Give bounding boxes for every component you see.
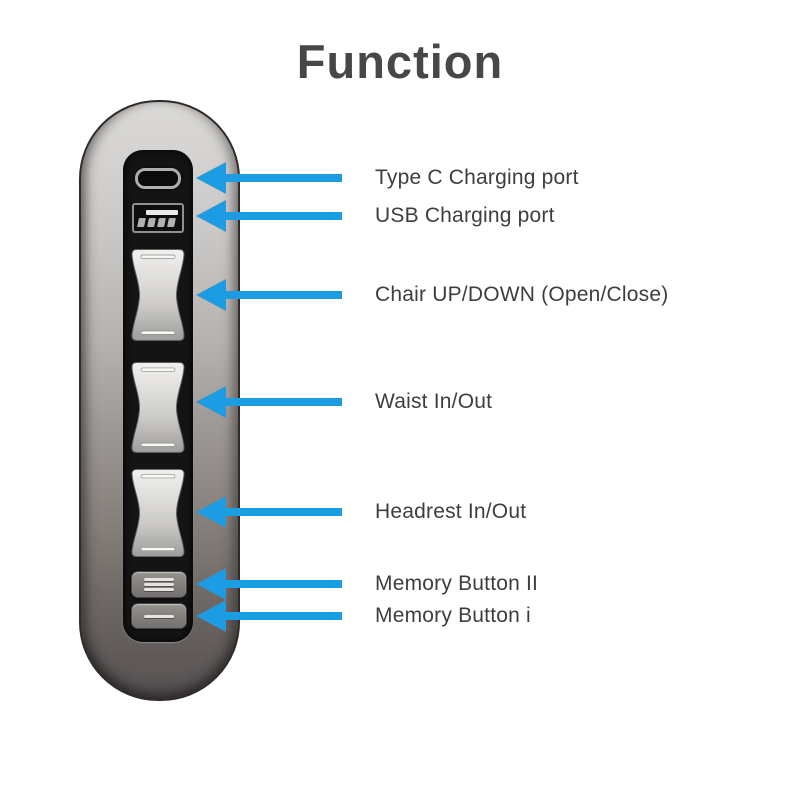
- chair-updown-rocker-switch: [131, 249, 185, 341]
- callout-label: Waist In/Out: [375, 390, 493, 413]
- page-title: Function: [296, 35, 504, 88]
- callout-label: USB Charging port: [375, 204, 555, 227]
- callout-chair-updown: Chair UP/DOWN (Open/Close): [196, 279, 668, 311]
- usb-pins: [137, 218, 176, 227]
- control-panel-recess: [123, 150, 193, 642]
- callout-memory-1: Memory Button i: [196, 600, 531, 632]
- memory-button-1: [131, 603, 187, 629]
- callout-usb: USB Charging port: [196, 200, 555, 232]
- callout-memory-2: Memory Button II: [196, 568, 538, 600]
- callout-label: Chair UP/DOWN (Open/Close): [375, 283, 669, 306]
- callout-waist: Waist In/Out: [196, 386, 492, 418]
- left-arrow-icon: [196, 600, 342, 632]
- left-arrow-icon: [196, 279, 342, 311]
- callout-label: Headrest In/Out: [375, 500, 527, 523]
- type-c-port: [135, 168, 181, 189]
- left-arrow-icon: [196, 200, 342, 232]
- headrest-rocker-switch: [131, 468, 185, 558]
- callout-type-c: Type C Charging port: [196, 162, 579, 194]
- usb-tongue: [146, 210, 178, 215]
- left-arrow-icon: [196, 568, 342, 600]
- left-arrow-icon: [196, 162, 342, 194]
- waist-rocker-switch: [131, 361, 185, 454]
- callout-headrest: Headrest In/Out: [196, 496, 526, 528]
- left-arrow-icon: [196, 496, 342, 528]
- memory-button-2: [131, 571, 187, 598]
- callout-label: Memory Button II: [375, 572, 539, 595]
- callout-label: Type C Charging port: [375, 166, 579, 189]
- left-arrow-icon: [196, 386, 342, 418]
- callout-label: Memory Button i: [375, 604, 531, 627]
- usb-port: [132, 203, 184, 233]
